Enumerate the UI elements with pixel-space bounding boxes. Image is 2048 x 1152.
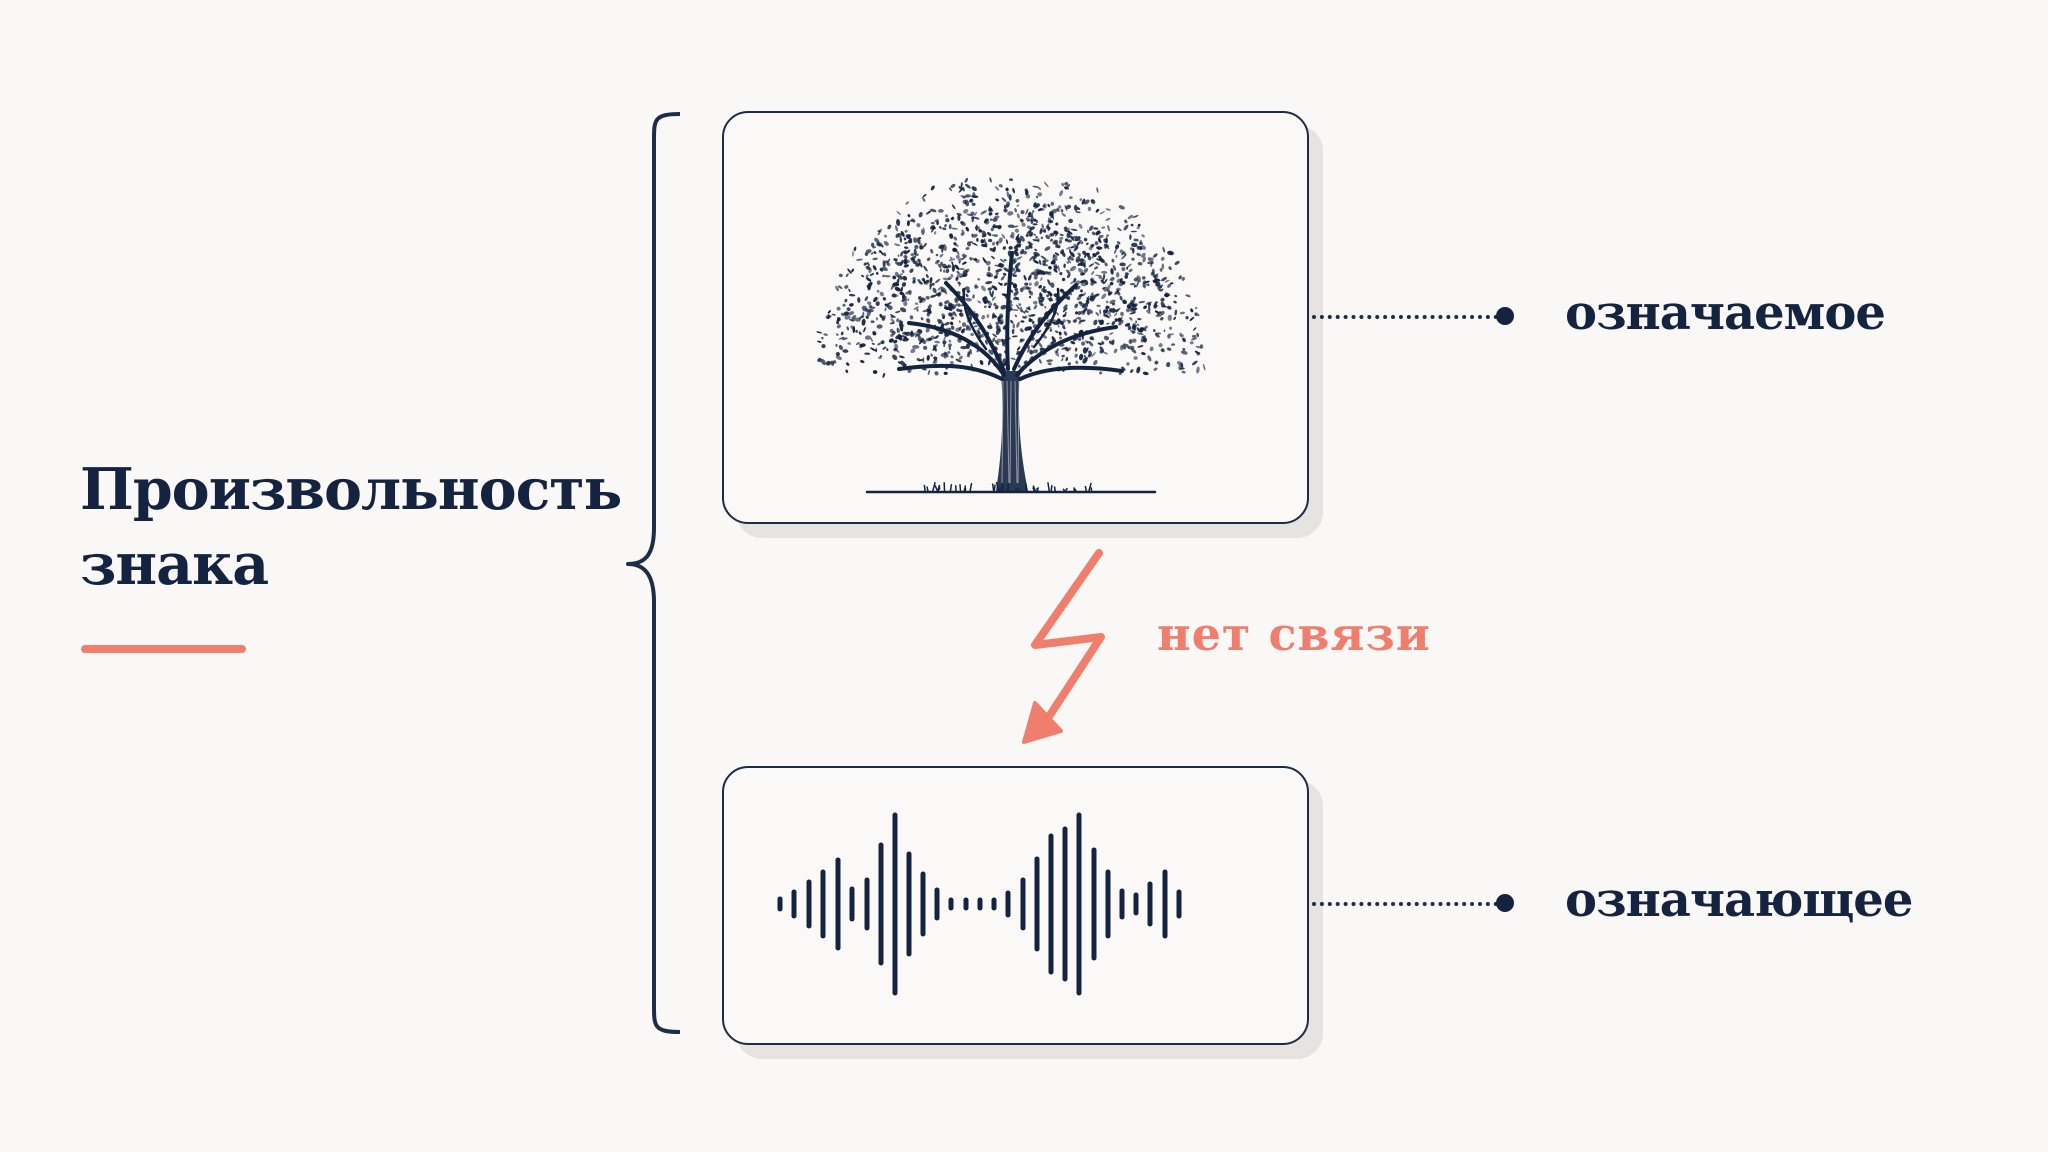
signifier-label: означающее [1565, 872, 1913, 928]
no-connection-label: нет связи [1157, 607, 1431, 661]
signified-connector-dot [1496, 307, 1514, 325]
curly-brace-icon [626, 112, 680, 1034]
title-underline [81, 645, 246, 653]
lightning-arrow-icon [1022, 549, 1105, 744]
title-line-1: Произвольность [80, 456, 622, 523]
signifier-connector [1312, 902, 1498, 906]
signifier-card [722, 766, 1309, 1045]
signified-label: означаемое [1565, 285, 1886, 341]
tree-illustration-icon [816, 177, 1206, 494]
sound-wave-icon [777, 812, 1182, 996]
title-line-2: знака [80, 531, 269, 598]
signifier-connector-dot [1496, 894, 1514, 912]
signified-card [722, 111, 1309, 524]
diagram-title: Произвольность знака [80, 452, 622, 602]
signified-connector [1312, 315, 1498, 319]
